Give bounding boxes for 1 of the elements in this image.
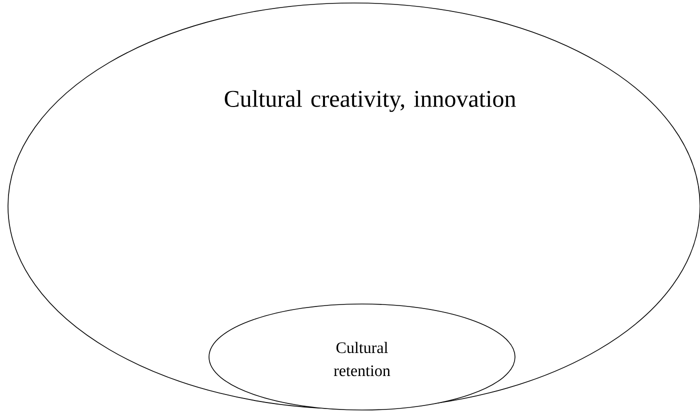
node-label: Cultural retention — [334, 342, 390, 376]
